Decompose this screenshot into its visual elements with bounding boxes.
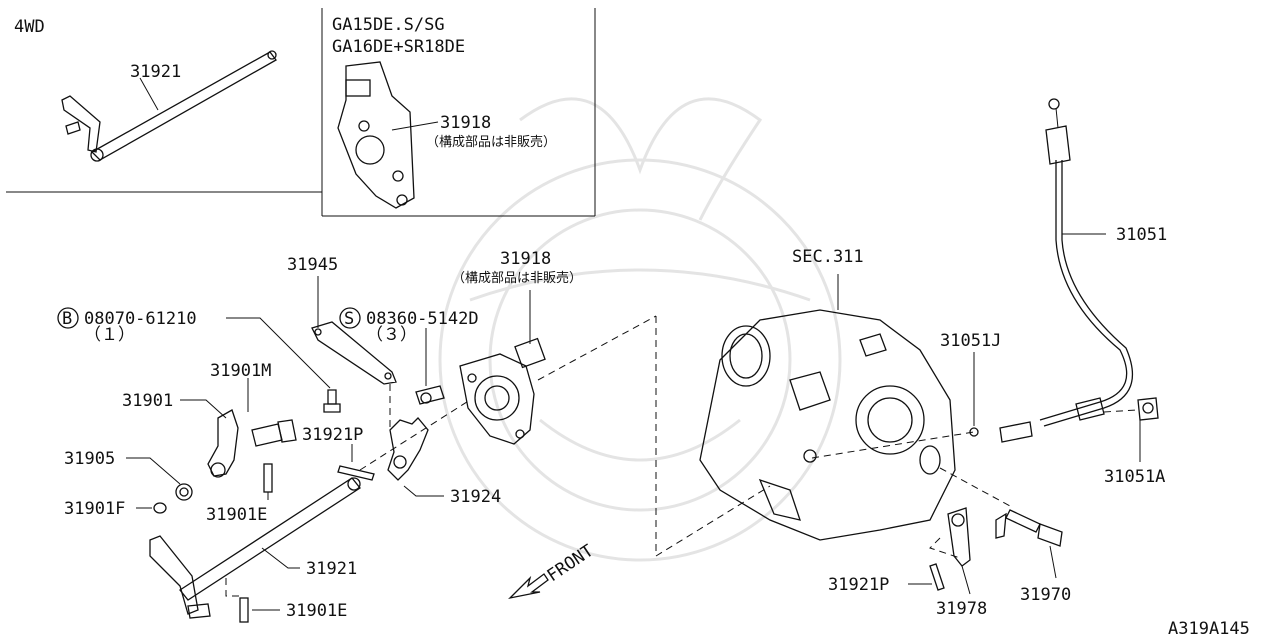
inset-shift-rod (61, 50, 277, 162)
part-31924: 31924 (450, 487, 501, 507)
inhibitor-switch-31918 (459, 290, 546, 445)
part-31051A: 31051A (1104, 467, 1165, 487)
shift-rod-31921 (149, 477, 361, 619)
part-31901M: 31901M (210, 361, 271, 381)
part-31921P-bottom: 31921P (828, 575, 889, 595)
screw-s-qty: （３） (366, 325, 417, 345)
part-31051J: 31051J (940, 331, 1001, 351)
part-31901E-bottom: 31901E (286, 601, 347, 621)
inset-engine-line1: GA15DE.S/SG (332, 15, 445, 35)
part-31921P-top: 31921P (302, 425, 363, 445)
part-31978: 31978 (936, 599, 987, 619)
clip-31905 (126, 457, 193, 501)
inset-frame (6, 8, 596, 217)
diagram-code: A319A145 (1168, 619, 1250, 638)
clip-31051J (811, 352, 979, 459)
watermark-emblem (438, 97, 842, 562)
inset-inhibitor-switch (337, 61, 439, 209)
part-31901F: 31901F (64, 499, 125, 519)
assembly-lines (359, 315, 771, 557)
screw-s (415, 328, 445, 405)
part-31945: 31945 (287, 255, 338, 275)
washer-31901F (136, 502, 167, 514)
bolt-31051A (1103, 397, 1159, 462)
inset-engine-note: （構成部品は非販売） (426, 134, 556, 150)
control-cable-31051 (999, 98, 1134, 443)
part-31921-main: 31921 (306, 559, 357, 579)
bracket-31945 (311, 276, 397, 385)
inset-4wd-label: 4WD (14, 17, 45, 37)
transmission-case (699, 274, 956, 541)
part-31051: 31051 (1116, 225, 1167, 245)
bolt-b-code: 08070-61210 (84, 309, 197, 329)
part-31970: 31970 (1020, 585, 1071, 605)
section-311: SEC.311 (792, 247, 864, 267)
pin-31921P-bottom (908, 563, 945, 591)
part-31901: 31901 (122, 391, 173, 411)
bolt-b (226, 317, 341, 413)
lever-31978 (929, 507, 971, 595)
lever-31901 (180, 399, 239, 478)
screw-s-circle-letter: S (344, 309, 354, 329)
part-31918: 31918 (500, 249, 551, 269)
front-arrow-icon (508, 573, 549, 600)
detent-plate-31924 (387, 417, 444, 497)
part-31901E-top: 31901E (206, 505, 267, 525)
rod-31970 (939, 467, 1063, 579)
screw-s-code: 08360-5142D (366, 309, 479, 329)
pin-31901E-top (263, 463, 273, 500)
pin-31921P-top (337, 444, 375, 481)
bolt-31901M (247, 378, 297, 447)
part-31918-note: （構成部品は非販売） (452, 270, 582, 286)
pin-31901E-bottom (225, 578, 280, 623)
bolt-b-circle-letter: B (62, 309, 72, 329)
part-31905: 31905 (64, 449, 115, 469)
inset-engine-line2: GA16DE+SR18DE (332, 37, 465, 57)
inset-4wd-part-31921: 31921 (130, 62, 181, 82)
inset-engine-part-31918: 31918 (440, 113, 491, 133)
bolt-b-qty: （１） (84, 325, 135, 345)
screw-s-circle (339, 307, 361, 329)
bolt-b-circle (57, 307, 79, 329)
